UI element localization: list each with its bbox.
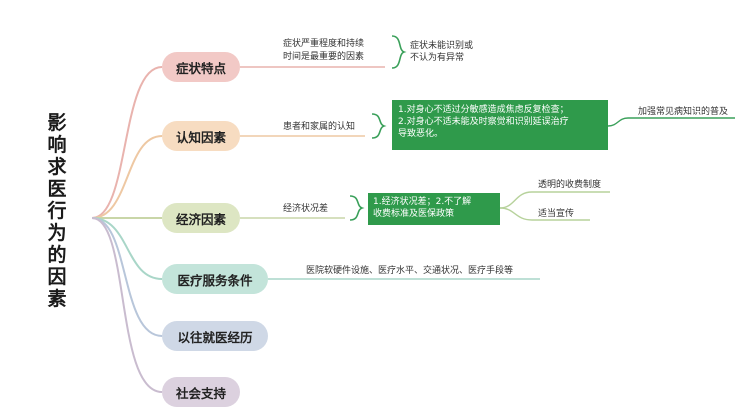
branch-social: 社会支持 — [162, 377, 240, 407]
branch-label: 经济因素 — [175, 211, 226, 227]
bracket-economy — [349, 195, 365, 221]
medical-note: 医院软硬件设施、医疗水平、交通状况、医疗手段等 — [306, 266, 514, 276]
branch-history: 以往就医经历 — [162, 321, 268, 351]
symptom-note-line-2: 时间是最重要的因素 — [283, 52, 365, 62]
economy-box-line: 收费标准及医保政策 — [373, 209, 455, 219]
cognition-box-line: 2.对身心不适未能及时察觉和识别延误治疗 — [398, 117, 569, 127]
line-economy-sub-a — [499, 191, 610, 209]
cognition-far-note: 加强常见病知识的普及 — [638, 107, 729, 117]
root-char: 医 — [47, 178, 67, 200]
branch-label: 社会支持 — [175, 385, 226, 401]
economy-sub-a: 透明的收费制度 — [538, 180, 602, 190]
bracket-symptom — [391, 35, 407, 69]
symptom-sub-line-1: 症状未能识别或 — [410, 41, 474, 51]
line-economy-sub-b — [499, 207, 590, 221]
connector-root-medical — [91, 217, 163, 280]
branch-medical: 医疗服务条件 — [162, 264, 268, 294]
root-char: 影 — [47, 112, 67, 134]
symptom-sub-line-2: 不认为有异常 — [410, 53, 465, 63]
economy-sub-b: 适当宣传 — [538, 209, 575, 219]
economy-box-line: 1.经济状况差；2.不了解 — [373, 197, 472, 207]
economy-box: 1.经济状况差；2.不了解 收费标准及医保政策 — [368, 193, 500, 225]
root-char: 求 — [47, 156, 67, 178]
line-cognition-far — [607, 117, 735, 127]
cognition-box-line: 导致恶化。 — [398, 129, 444, 139]
root-char: 因 — [47, 266, 67, 288]
connector-root-history — [91, 217, 163, 337]
branch-label: 以往就医经历 — [177, 329, 253, 345]
connector-root-symptom — [91, 66, 163, 219]
branch-label: 医疗服务条件 — [177, 272, 253, 288]
branch-symptom: 症状特点 — [162, 52, 240, 82]
connector-root-cognition — [91, 135, 163, 219]
root-char: 响 — [47, 134, 67, 156]
branch-label: 认知因素 — [175, 129, 226, 145]
cognition-box: 1.对身心不适过分敏感造成焦虑反复检查； 2.对身心不适未能及时察觉和识别延误治… — [392, 100, 608, 150]
root-char: 素 — [47, 288, 67, 310]
branch-economy: 经济因素 — [162, 203, 240, 233]
cognition-box-line: 1.对身心不适过分敏感造成焦虑反复检查； — [398, 105, 569, 115]
root-char: 行 — [47, 200, 67, 222]
symptom-note-line-1: 症状严重程度和持续 — [283, 39, 365, 49]
cognition-note: 患者和家属的认知 — [283, 122, 356, 132]
economy-note: 经济状况差 — [283, 204, 329, 214]
root-char: 为 — [47, 222, 67, 244]
root-title: 影 响 求 医 行 为 的 因 素 — [44, 112, 70, 310]
connector-root-social — [91, 217, 163, 393]
branch-cognition: 认知因素 — [162, 121, 240, 151]
bracket-cognition — [371, 113, 387, 139]
root-char: 的 — [47, 244, 67, 266]
branch-label: 症状特点 — [175, 60, 226, 76]
